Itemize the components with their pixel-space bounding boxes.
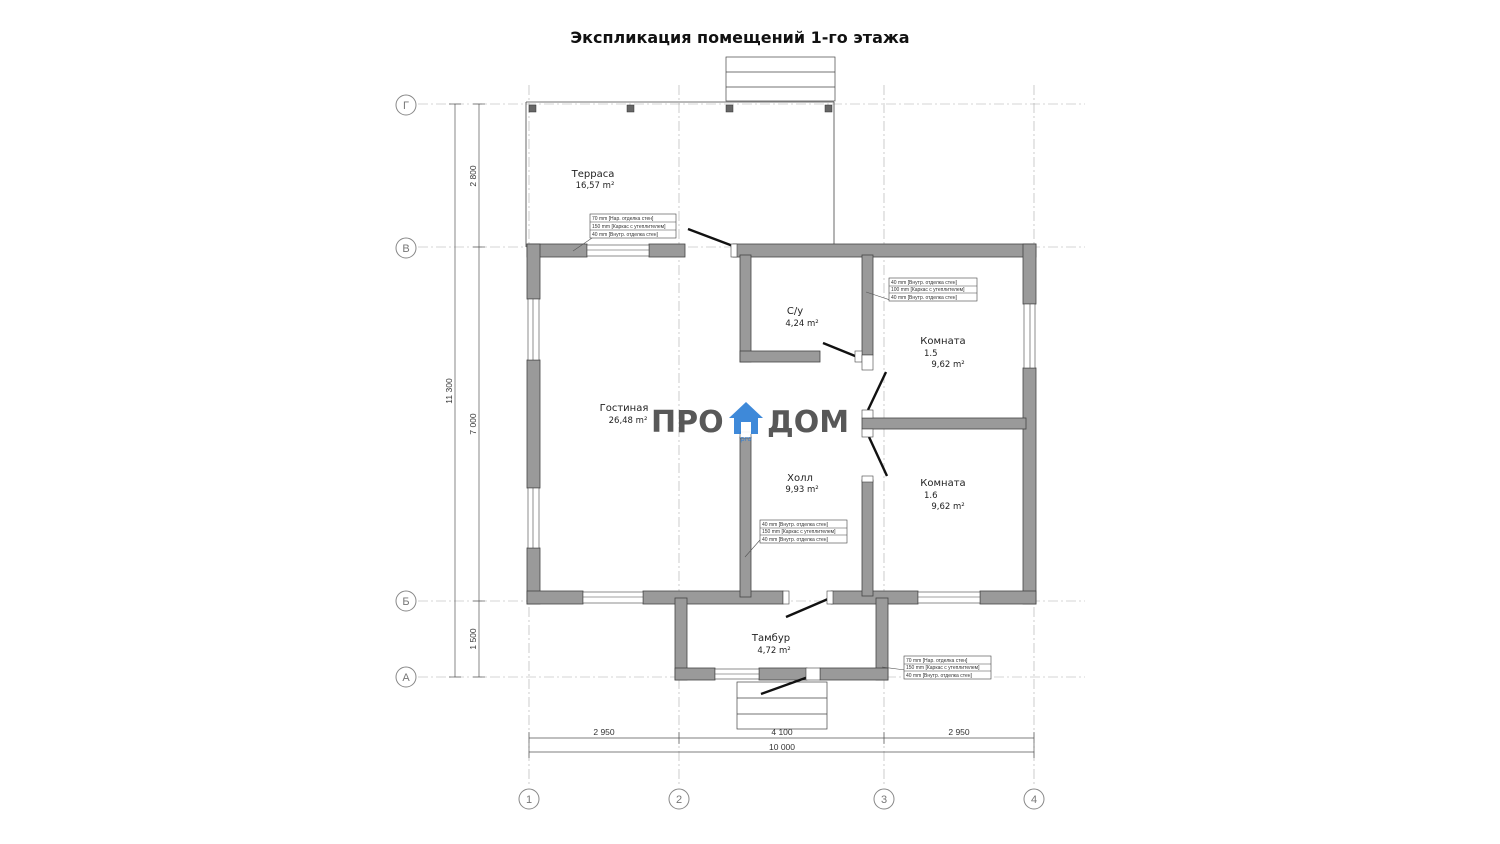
house-icon bbox=[729, 402, 763, 434]
room-hall-area: 9,93 m² bbox=[785, 485, 818, 495]
axis-bubbles-numbers bbox=[518, 788, 1045, 810]
logo-subtext: pro bbox=[740, 435, 751, 443]
axis-label-3: 3 bbox=[881, 794, 887, 806]
room-bathroom-name: С/у bbox=[787, 306, 803, 317]
terrace-posts bbox=[528, 104, 833, 113]
room-1-6-area: 9,62 m² bbox=[931, 502, 964, 512]
horizontal-dimensions bbox=[528, 732, 1035, 758]
axis-label-1: 1 bbox=[526, 794, 532, 806]
wall-tag-3: 40 mm [Внутр. отделка стен] 150 mm [Карк… bbox=[759, 519, 848, 544]
room-1-5-area: 9,62 m² bbox=[931, 360, 964, 370]
axis-bubbles-letters bbox=[395, 94, 417, 688]
walls bbox=[526, 243, 1037, 681]
room-vestibule-area: 4,72 m² bbox=[757, 646, 790, 656]
dim-h-2950-right: 2 950 bbox=[948, 727, 970, 737]
wall-tag-2: 40 mm [Внутр. отделка стен] 100 mm [Карк… bbox=[888, 277, 978, 302]
wall-tag-3-line-2: 150 mm [Каркас с утеплителем] bbox=[762, 529, 836, 535]
wall-tag-4-line-1: 70 mm [Нар. отделка стен] bbox=[906, 658, 968, 664]
wall-tag-2-line-1: 40 mm [Внутр. отделка стен] bbox=[891, 280, 957, 286]
wall-tag-4-line-2: 150 mm [Каркас с утеплителем] bbox=[906, 665, 980, 671]
terrace-steps bbox=[725, 56, 836, 102]
vertical-dimensions bbox=[449, 103, 485, 678]
dim-h-2950-left: 2 950 bbox=[593, 727, 615, 737]
dim-v-11300: 11 300 bbox=[444, 378, 454, 404]
windows bbox=[527, 244, 1036, 680]
dim-v-2800: 2 800 bbox=[468, 165, 478, 187]
axis-label-4: 4 bbox=[1031, 794, 1037, 806]
wall-tag-1-line-1: 70 mm [Нар. отделка стен] bbox=[592, 216, 654, 222]
wall-tag-2-line-3: 40 mm [Внутр. отделка стен] bbox=[891, 295, 957, 301]
room-1-5-number: 1.5 bbox=[924, 349, 938, 359]
terrace-outline bbox=[525, 101, 835, 247]
axis-label-v: В bbox=[402, 243, 409, 255]
logo-text-left: ПРО bbox=[651, 405, 724, 440]
room-living-name: Гостиная bbox=[600, 403, 649, 414]
axis-label-b: Б bbox=[402, 596, 409, 608]
axis-label-2: 2 bbox=[676, 794, 682, 806]
wall-tag-4-line-3: 40 mm [Внутр. отделка стен] bbox=[906, 673, 972, 679]
room-vestibule-name: Тамбур bbox=[751, 633, 790, 644]
room-terrace-name: Терраса bbox=[571, 169, 615, 180]
wall-tag-1-line-3: 40 mm [Внутр. отделка стен] bbox=[592, 232, 658, 238]
prodom-logo: ПРО ДОМ pro bbox=[651, 402, 849, 443]
wall-tag-3-line-1: 40 mm [Внутр. отделка стен] bbox=[762, 522, 828, 528]
dim-v-1500: 1 500 bbox=[468, 628, 478, 650]
room-living-area: 26,48 m² bbox=[609, 416, 648, 426]
logo-text-right: ДОМ bbox=[767, 405, 849, 440]
wall-tag-1: 70 mm [Нар. отделка стен] 150 mm [Каркас… bbox=[589, 213, 677, 239]
room-terrace-area: 16,57 m² bbox=[576, 181, 615, 191]
door-swings bbox=[687, 227, 889, 696]
wall-tag-3-line-3: 40 mm [Внутр. отделка стен] bbox=[762, 537, 828, 543]
dim-h-10000: 10 000 bbox=[769, 742, 795, 752]
room-1-6-name: Комната bbox=[920, 478, 965, 489]
dim-v-7000: 7 000 bbox=[468, 413, 478, 435]
tag-leaders bbox=[572, 237, 906, 671]
wall-tag-2-line-2: 100 mm [Каркас с утеплителем] bbox=[891, 287, 965, 293]
wall-tag-1-line-2: 150 mm [Каркас с утеплителем] bbox=[592, 224, 666, 230]
room-1-5-name: Комната bbox=[920, 336, 965, 347]
room-1-6-number: 1.6 bbox=[924, 491, 938, 501]
plan-title: Экспликация помещений 1-го этажа bbox=[570, 28, 910, 47]
room-hall-name: Холл bbox=[787, 473, 813, 484]
wall-tag-4: 70 mm [Нар. отделка стен] 150 mm [Каркас… bbox=[903, 655, 992, 680]
axis-label-a: А bbox=[402, 672, 410, 684]
dim-h-4100: 4 100 bbox=[771, 727, 793, 737]
entrance-steps bbox=[736, 681, 828, 730]
axis-label-g: Г bbox=[403, 100, 409, 112]
door-jambs bbox=[730, 243, 874, 681]
room-bathroom-area: 4,24 m² bbox=[785, 319, 818, 329]
